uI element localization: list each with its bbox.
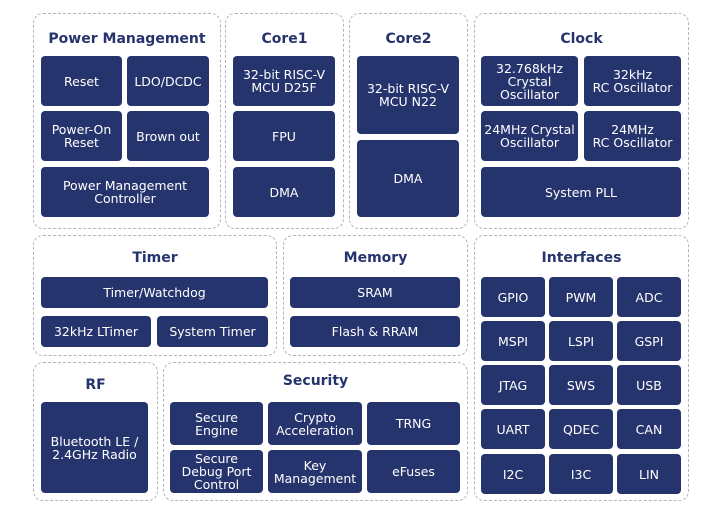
group-title: Clock [560, 31, 603, 47]
block: JTAG [481, 365, 545, 405]
block: Key Management [268, 450, 362, 493]
group-title: Memory [343, 250, 408, 266]
block: ADC [617, 277, 681, 317]
block: QDEC [549, 409, 613, 449]
block: CAN [617, 409, 681, 449]
block: Timer/Watchdog [41, 277, 268, 308]
block: Bluetooth LE / 2.4GHz Radio [41, 402, 148, 493]
group-power: Power Management [33, 13, 221, 229]
block: Flash & RRAM [290, 316, 460, 347]
block: System PLL [481, 167, 681, 217]
block: LSPI [549, 321, 613, 361]
block: GPIO [481, 277, 545, 317]
block: UART [481, 409, 545, 449]
group-timer: Timer [33, 235, 277, 356]
block: PWM [549, 277, 613, 317]
block: eFuses [367, 450, 460, 493]
group-title: Security [282, 373, 349, 389]
block: DMA [233, 167, 335, 217]
block: Secure Debug Port Control [170, 450, 263, 493]
block: GSPI [617, 321, 681, 361]
group-title: Core2 [385, 31, 432, 47]
block: LIN [617, 454, 681, 494]
block: Brown out [127, 111, 209, 161]
block: Power-On Reset [41, 111, 122, 161]
block: 32-bit RISC-V MCU D25F [233, 56, 335, 106]
block: 32kHz LTimer [41, 316, 151, 347]
block: I2C [481, 454, 545, 494]
group-core1: Core1 [225, 13, 344, 229]
group-core2: Core2 [349, 13, 468, 229]
block: I3C [549, 454, 613, 494]
block: SRAM [290, 277, 460, 308]
block: MSPI [481, 321, 545, 361]
block: System Timer [157, 316, 268, 347]
block: 24MHz Crystal Oscillator [481, 111, 578, 161]
block: Crypto Acceleration [268, 402, 362, 445]
block: 32kHz RC Oscillator [584, 56, 681, 106]
group-title: Power Management [48, 31, 206, 47]
group-clock: Clock [474, 13, 689, 229]
group-interfaces: Interfaces [474, 235, 689, 501]
group-title: Interfaces [541, 250, 622, 266]
block: Power Management Controller [41, 167, 209, 217]
block: Secure Engine [170, 402, 263, 445]
block: SWS [549, 365, 613, 405]
group-rf: RF [33, 362, 158, 501]
block: 32-bit RISC-V MCU N22 [357, 56, 459, 134]
block: TRNG [367, 402, 460, 445]
group-title: RF [85, 377, 106, 393]
block: Reset [41, 56, 122, 106]
group-security: Security [163, 362, 468, 501]
block: 24MHz RC Oscillator [584, 111, 681, 161]
group-memory: Memory [283, 235, 468, 356]
block: USB [617, 365, 681, 405]
block: FPU [233, 111, 335, 161]
group-title: Timer [132, 250, 178, 266]
block: LDO/DCDC [127, 56, 209, 106]
block: 32.768kHz Crystal Oscillator [481, 56, 578, 106]
block: DMA [357, 140, 459, 217]
group-title: Core1 [261, 31, 308, 47]
